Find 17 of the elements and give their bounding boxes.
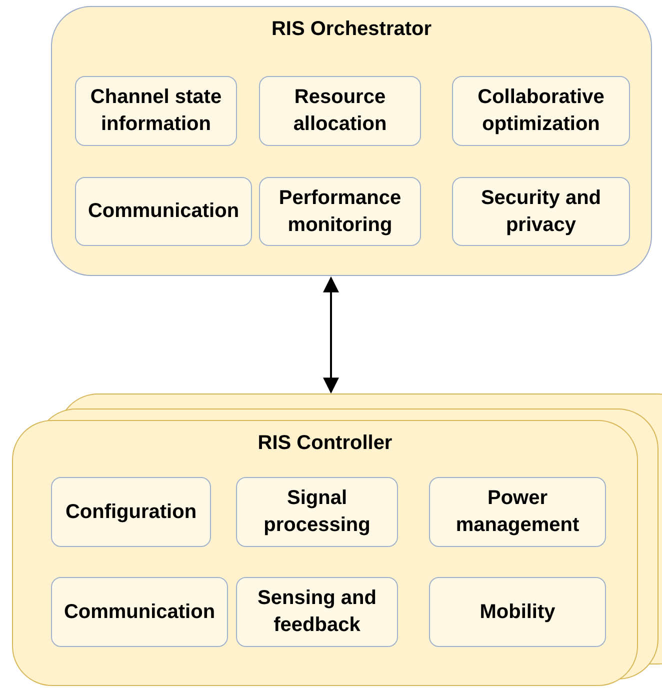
function-box: Channel state information bbox=[75, 76, 237, 146]
module-panel bbox=[51, 6, 652, 276]
function-box: Signal processing bbox=[236, 477, 398, 547]
function-box: Collaborative optimization bbox=[452, 76, 630, 146]
function-box: Sensing and feedback bbox=[236, 577, 398, 647]
module-panel bbox=[12, 420, 638, 686]
function-box: Power management bbox=[429, 477, 606, 547]
function-box: Configuration bbox=[51, 477, 211, 547]
panel-title: RIS Orchestrator bbox=[270, 17, 433, 42]
panel-title: RIS Controller bbox=[256, 431, 394, 456]
function-box: Communication bbox=[51, 577, 228, 647]
double-arrow bbox=[323, 276, 339, 394]
function-box: Performance monitoring bbox=[259, 177, 421, 246]
function-box: Communication bbox=[75, 177, 252, 246]
function-box: Resource allocation bbox=[259, 76, 421, 146]
function-box: Security and privacy bbox=[452, 177, 630, 246]
function-box: Mobility bbox=[429, 577, 606, 647]
